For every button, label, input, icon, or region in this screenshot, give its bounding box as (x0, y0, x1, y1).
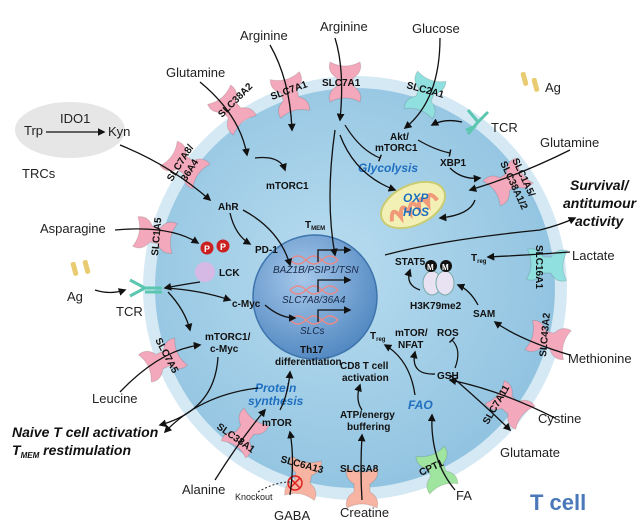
stat5-label: STAT5 (395, 257, 426, 268)
tcr-icon-top (465, 109, 490, 135)
transcription-arrow-1 (317, 246, 352, 262)
mtorc1-label: mTORC1 (266, 181, 309, 192)
fao-label: FAO (408, 398, 433, 412)
antigen-icon-left (70, 259, 91, 276)
ag-top-label: Ag (545, 80, 561, 95)
pd1-label: PD-1 (255, 245, 278, 256)
glycolysis-label: Glycolysis (358, 161, 418, 175)
arginine-left-label: Arginine (240, 28, 288, 43)
nucleus (252, 234, 378, 360)
akt-label-1: Akt/ (390, 132, 409, 143)
fa-label: FA (456, 488, 472, 503)
gaba-label: GABA (274, 508, 310, 523)
tcr-left-label: TCR (116, 304, 143, 319)
atp-label-2: buffering (347, 422, 390, 433)
mtor-nfat-label-2: NFAT (398, 340, 423, 351)
trp-label: Trp (24, 123, 43, 138)
arginine-top-label: Arginine (320, 19, 368, 34)
ag-left-label: Ag (67, 289, 83, 304)
gene-baz1b-label: BAZ1B/PSIP1/TSN (273, 265, 359, 276)
cmyc-label: c-Myc (232, 299, 261, 310)
th17-label-1: Th17 (300, 345, 324, 356)
lck-circle (195, 262, 215, 282)
cd8-label-2: activation (342, 373, 389, 384)
treg-label-upper: Treg (471, 253, 487, 265)
oxphos-label-1: OXP (403, 191, 429, 205)
glutamate-label: Glutamate (500, 445, 560, 460)
trc-ellipse (15, 102, 125, 158)
ido1-label: IDO1 (60, 111, 90, 126)
gene-slcs-label: SLCs (300, 326, 324, 337)
mtorc1-cmyc-label-1: mTORC1/ (205, 332, 251, 343)
arrow (269, 44, 296, 132)
atp-label-1: ATP/energy (340, 410, 395, 421)
oxphos-label-2: HOS (403, 205, 429, 219)
slc16a1-label: SLC16A1 (533, 245, 544, 289)
antigen-icon-top (520, 71, 540, 92)
akt-label-2: mTORC1 (375, 143, 418, 154)
protein-synthesis-label-1: Protein (255, 381, 296, 395)
th17-label-2: differentiation (275, 357, 342, 368)
tcr-top-label: TCR (491, 120, 518, 135)
dna-icons (289, 255, 339, 325)
tmem-restimulation-label: TMEM restimulation (12, 442, 131, 460)
tcr-icon-left (129, 278, 162, 298)
methyl-label-1: M (427, 263, 434, 272)
survival-label-3: activity (575, 213, 624, 229)
sam-label: SAM (473, 309, 495, 320)
nucleosome-icon (422, 270, 455, 296)
knockout-label: Knockout (235, 492, 273, 502)
lactate-label: Lactate (572, 248, 615, 263)
ahr-label: AhR (218, 202, 239, 213)
kyn-label: Kyn (108, 124, 130, 139)
survival-label-2: antitumour (563, 195, 638, 211)
leucine-label: Leucine (92, 391, 138, 406)
mtorc1-cmyc-label-2: c-Myc (210, 344, 239, 355)
pathway-arrows (94, 37, 577, 501)
gene-slc7a8-label: SLC7A8/36A4 (282, 295, 346, 306)
transcription-arrow-3 (317, 306, 352, 322)
h3k79me2-label: H3K79me2 (410, 301, 462, 312)
phospho-label-1: P (204, 244, 210, 254)
xbp1-label: XBP1 (440, 158, 467, 169)
lck-label: LCK (219, 268, 240, 279)
survival-label-1: Survival/ (570, 177, 630, 193)
glutamine-left-label: Glutamine (166, 65, 225, 80)
protein-synthesis-label-2: synthesis (248, 394, 304, 408)
transcription-arrow-2 (317, 276, 352, 292)
methyl-icon-1 (425, 260, 437, 272)
glucose-label: Glucose (412, 21, 460, 36)
phospho-icon-2 (216, 239, 230, 253)
creatine-label: Creatine (340, 505, 389, 520)
alanine-label: Alanine (182, 482, 225, 497)
mtor-nfat-label-1: mTOR/ (395, 328, 428, 339)
trcs-label: TRCs (22, 166, 56, 181)
methyl-label-2: M (442, 263, 449, 272)
tmem-label: TMEM (305, 220, 325, 232)
mtor-label: mTOR (262, 418, 293, 429)
treg-label-lower: Treg (370, 331, 386, 343)
phospho-icon-1 (200, 241, 214, 255)
slc6a8-label: SLC6A8 (340, 464, 379, 475)
phospho-label-2: P (220, 242, 226, 252)
gsh-label: GSH (437, 371, 459, 382)
asparagine-label: Asparagine (40, 221, 106, 236)
slc1a5-label: SLC1A5 (150, 217, 164, 257)
ros-label: ROS (437, 328, 459, 339)
methionine-label: Methionine (568, 351, 632, 366)
glutamine-right-label: Glutamine (540, 135, 599, 150)
naive-activation-label: Naive T cell activation (12, 424, 158, 440)
t-cell-label: T cell (530, 490, 586, 515)
mitochondrion (380, 180, 446, 230)
methyl-icon-2 (440, 260, 452, 272)
cd8-label-1: CD8 T cell (340, 361, 389, 372)
